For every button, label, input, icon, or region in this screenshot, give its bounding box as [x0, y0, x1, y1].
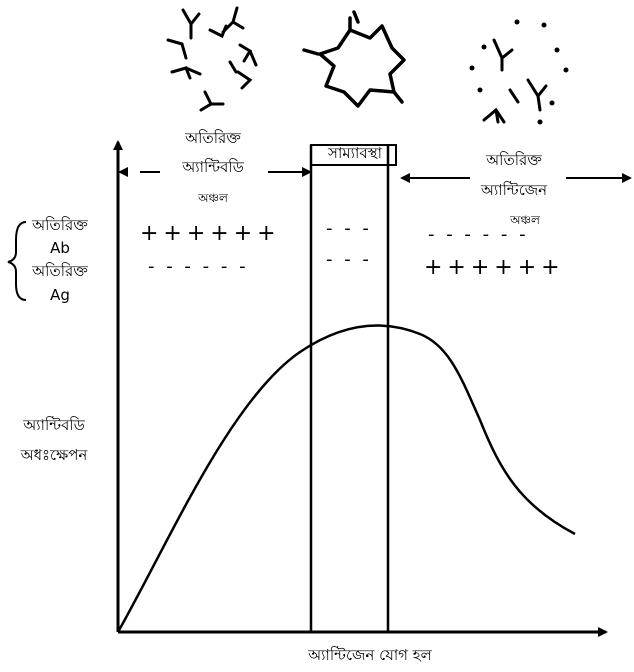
antibody-excess-label-3: অঞ্চল — [197, 191, 229, 205]
antibody-excess-label-1: অতিরিক্ত — [184, 129, 241, 147]
legend-brace — [7, 221, 27, 301]
ab-row-equivalence-zone: - - - — [326, 218, 372, 239]
ab-row-antibody-zone: ++++++ — [140, 221, 281, 246]
legend-excess-ag-2: Ag — [50, 286, 70, 304]
equivalence-lattice-icon — [302, 10, 406, 108]
y-axis-label-1: অ্যান্টিবডি — [22, 416, 85, 434]
ag-row-equivalence-zone: - - - — [326, 249, 372, 270]
antibody-excess-label-2: অ্যান্টিবডি — [181, 158, 244, 176]
antibody-excess-complex-icon — [166, 6, 258, 112]
ag-row-antigen-zone: ++++++ — [424, 255, 565, 280]
antigen-excess-label-2: অ্যান্টিজেন — [480, 181, 548, 199]
y-axis-label-2: অধঃক্ষেপন — [20, 446, 89, 464]
legend-excess-ag-1: অতিরিক্ত — [31, 262, 88, 280]
precipitation-curve — [116, 324, 576, 633]
antigen-excess-complex-icon — [469, 19, 569, 125]
antigen-excess-label-3: অঞ্চল — [509, 213, 541, 227]
ag-row-antibody-zone: - - - - - - — [148, 256, 249, 277]
x-axis-label: অ্যান্টিজেন যোগ হল — [307, 646, 433, 664]
equivalence-label: সাম্যাবস্থা — [327, 144, 383, 162]
antigen-excess-label-1: অতিরিক্ত — [485, 151, 542, 169]
legend-excess-ab-1: অতিরিক্ত — [31, 216, 88, 234]
legend-excess-ab-2: Ab — [50, 239, 70, 257]
ab-row-antigen-zone: - - - - - - — [428, 224, 529, 245]
